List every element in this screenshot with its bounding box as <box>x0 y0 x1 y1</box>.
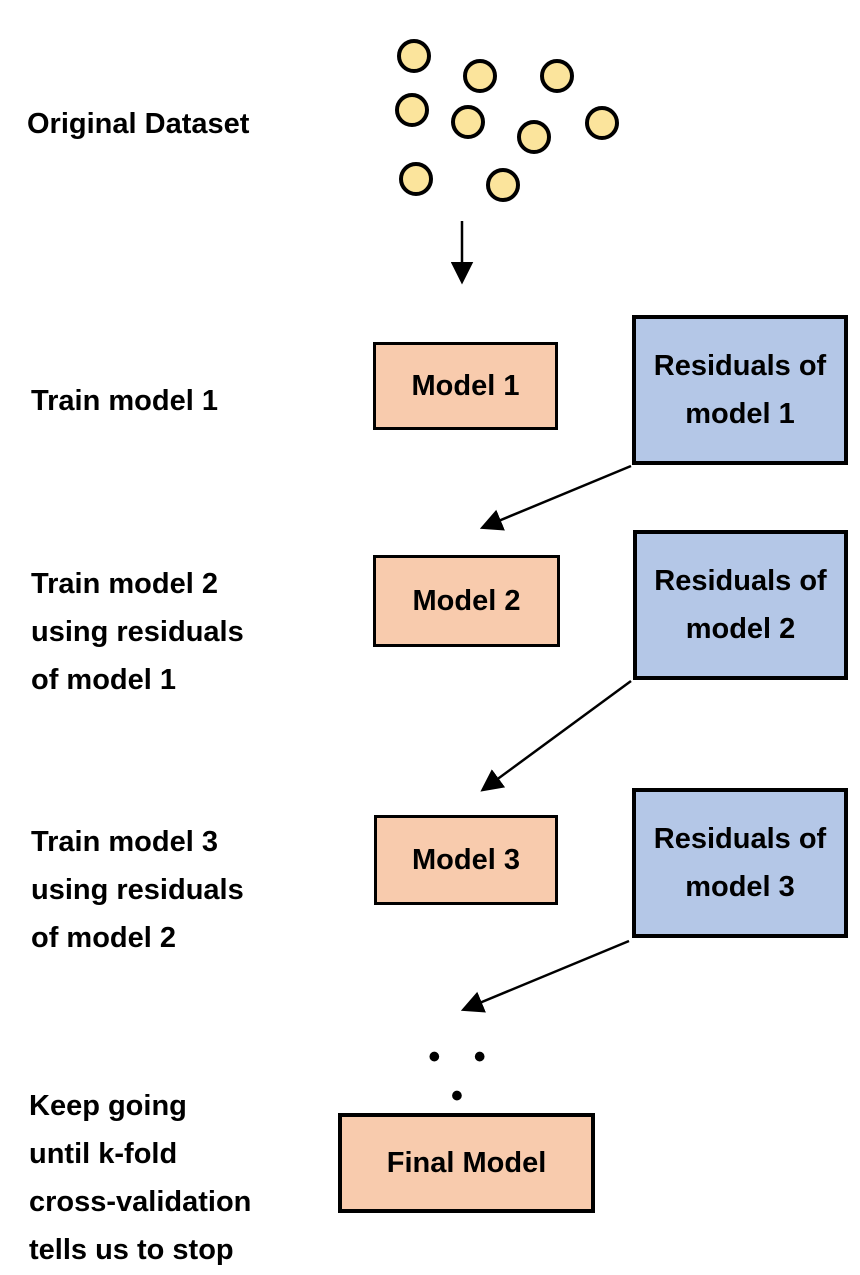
data-point-circle <box>451 105 485 139</box>
data-point-circle <box>399 162 433 196</box>
data-point-circle <box>486 168 520 202</box>
data-point-circle <box>540 59 574 93</box>
data-point-circle <box>517 120 551 154</box>
original-dataset-label: Original Dataset <box>27 108 250 140</box>
train-model-1-label: Train model 1 <box>31 385 218 417</box>
data-point-circle <box>585 106 619 140</box>
arrow-residuals3-to-ellipsis <box>460 939 630 1013</box>
data-point-circle <box>397 39 431 73</box>
arrow-residuals1-to-model2 <box>479 464 632 531</box>
residuals-of-model-1-box: Residuals of model 1 <box>632 315 848 465</box>
continuation-ellipsis: • • • <box>428 1038 498 1115</box>
train-model-2-label: Train model 2 using residuals of model 1 <box>31 568 244 696</box>
model-3-box: Model 3 <box>374 815 558 905</box>
residuals-of-model-2-box: Residuals of model 2 <box>633 530 848 680</box>
train-model-3-label: Train model 3 using residuals of model 2 <box>31 826 244 954</box>
dataset-scatter <box>395 39 619 202</box>
data-point-circle <box>395 93 429 127</box>
model-1-box: Model 1 <box>373 342 558 430</box>
residuals-of-model-3-box: Residuals of model 3 <box>632 788 848 938</box>
final-model-box: Final Model <box>338 1113 595 1213</box>
data-point-circle <box>463 59 497 93</box>
arrow-residuals2-to-model3 <box>480 679 632 792</box>
model-2-box: Model 2 <box>373 555 560 647</box>
keep-going-label: Keep going until k-fold cross-validation… <box>29 1090 252 1266</box>
